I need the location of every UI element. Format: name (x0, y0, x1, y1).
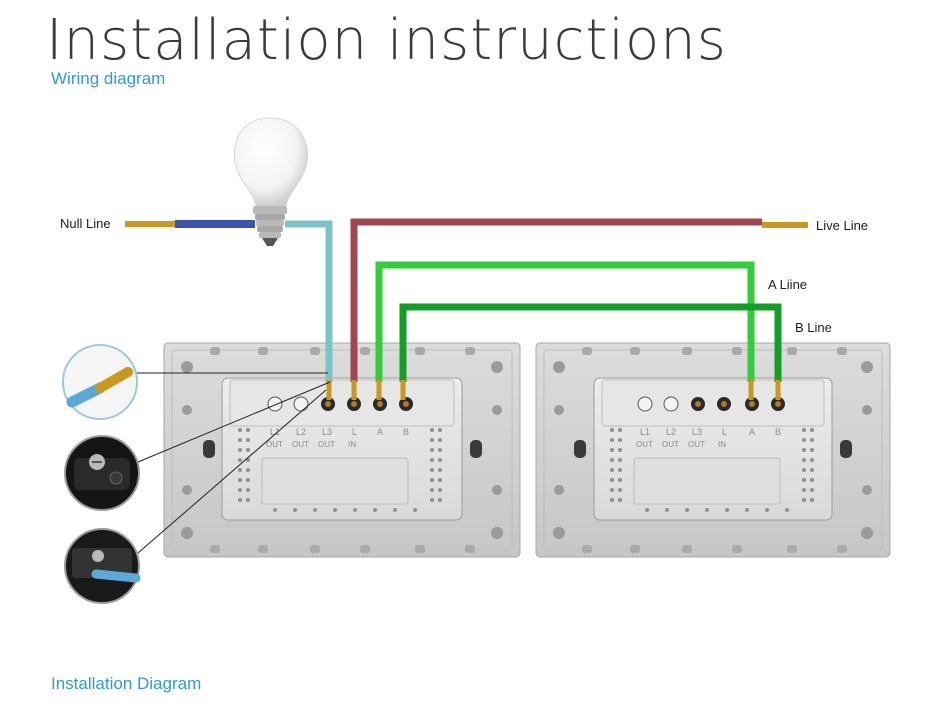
callout-line-2 (137, 381, 331, 463)
b-line-label: B Line (795, 320, 832, 335)
left-term-label-5: A (377, 427, 383, 437)
b-wire (399, 303, 782, 382)
left-term-sublabel-4: IN (348, 440, 356, 449)
page-title: Installation instructions (46, 8, 727, 73)
right-term-sublabel-2: OUT (662, 440, 679, 449)
right-term-label-5: A (749, 427, 755, 437)
right-term-label-1: L1 (640, 427, 650, 437)
a-wire (375, 261, 755, 382)
wiring-diagram-subtitle: Wiring diagram (51, 69, 166, 88)
stripped-wire-detail-icon (62, 344, 138, 420)
left-terminal-screws (267, 396, 413, 412)
live-wire (350, 218, 762, 382)
right-term-sublabel-1: OUT (636, 440, 653, 449)
right-term-label-6: B (775, 427, 781, 437)
live-line-label: Live Line (816, 218, 868, 233)
left-term-sublabel-3: OUT (318, 440, 335, 449)
left-term-sublabel-2: OUT (292, 440, 309, 449)
installation-diagram-label: Installation Diagram (51, 674, 202, 693)
a-line-label: A Liine (768, 277, 807, 292)
wire-inserted-detail-icon (64, 528, 141, 604)
right-term-sublabel-3: OUT (688, 440, 705, 449)
right-terminal-screws (637, 396, 785, 412)
left-switch-panel: L1 L2 L3 L A B OUT OUT OUT IN (163, 342, 521, 558)
left-term-label-4: L (352, 427, 357, 437)
left-term-sublabel-1: OUT (266, 440, 283, 449)
left-term-label-1: L1 (270, 427, 280, 437)
right-term-label-3: L3 (692, 427, 702, 437)
terminal-screw-detail-icon (64, 435, 140, 511)
null-line-label: Null Line (60, 216, 111, 231)
right-term-label-2: L2 (666, 427, 676, 437)
callout-line-3 (137, 389, 327, 554)
right-term-sublabel-4: IN (718, 440, 726, 449)
light-bulb-icon (233, 117, 308, 246)
right-switch-panel: L1 L2 L3 L A B OUT OUT OUT IN (535, 342, 891, 558)
left-term-label-6: B (403, 427, 409, 437)
right-term-label-4: L (722, 427, 727, 437)
left-term-label-3: L3 (322, 427, 332, 437)
light-wire (285, 220, 333, 382)
left-term-label-2: L2 (296, 427, 306, 437)
